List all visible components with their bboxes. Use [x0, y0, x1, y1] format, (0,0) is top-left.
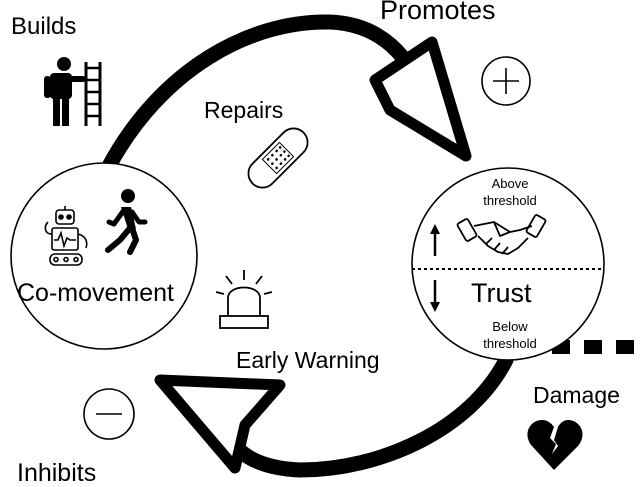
- robot-icon: [44, 206, 88, 266]
- trust-label: Trust: [471, 278, 532, 308]
- promotes-arrow: [100, 14, 472, 176]
- inhibits-label: Inhibits: [17, 459, 97, 487]
- handshake-icon: [456, 214, 547, 255]
- co-movement-label: Co-movement: [17, 279, 174, 307]
- damage-connector: [552, 340, 634, 354]
- promotes-label: Promotes: [380, 0, 496, 25]
- early-warning-label: Early Warning: [236, 347, 380, 373]
- plus-icon: [481, 56, 531, 106]
- below-threshold-label: Below threshold: [483, 319, 537, 351]
- broken-heart-icon: [527, 420, 583, 470]
- above-threshold-label: Above threshold: [483, 176, 537, 208]
- damage-label: Damage: [533, 382, 620, 408]
- bandage-icon: [247, 127, 309, 189]
- inhibits-arrow: [154, 352, 514, 478]
- up-arrow-icon: [430, 224, 440, 256]
- repairs-label: Repairs: [204, 97, 284, 123]
- walking-person-icon: [105, 189, 148, 255]
- trust-node: [411, 167, 605, 361]
- builds-label: Builds: [11, 13, 77, 40]
- person-with-ladder-icon: [44, 57, 102, 126]
- down-arrow-icon: [430, 280, 440, 312]
- minus-icon: [83, 388, 135, 440]
- warning-beacon-icon: [215, 270, 273, 329]
- co-movement-node: [10, 162, 198, 350]
